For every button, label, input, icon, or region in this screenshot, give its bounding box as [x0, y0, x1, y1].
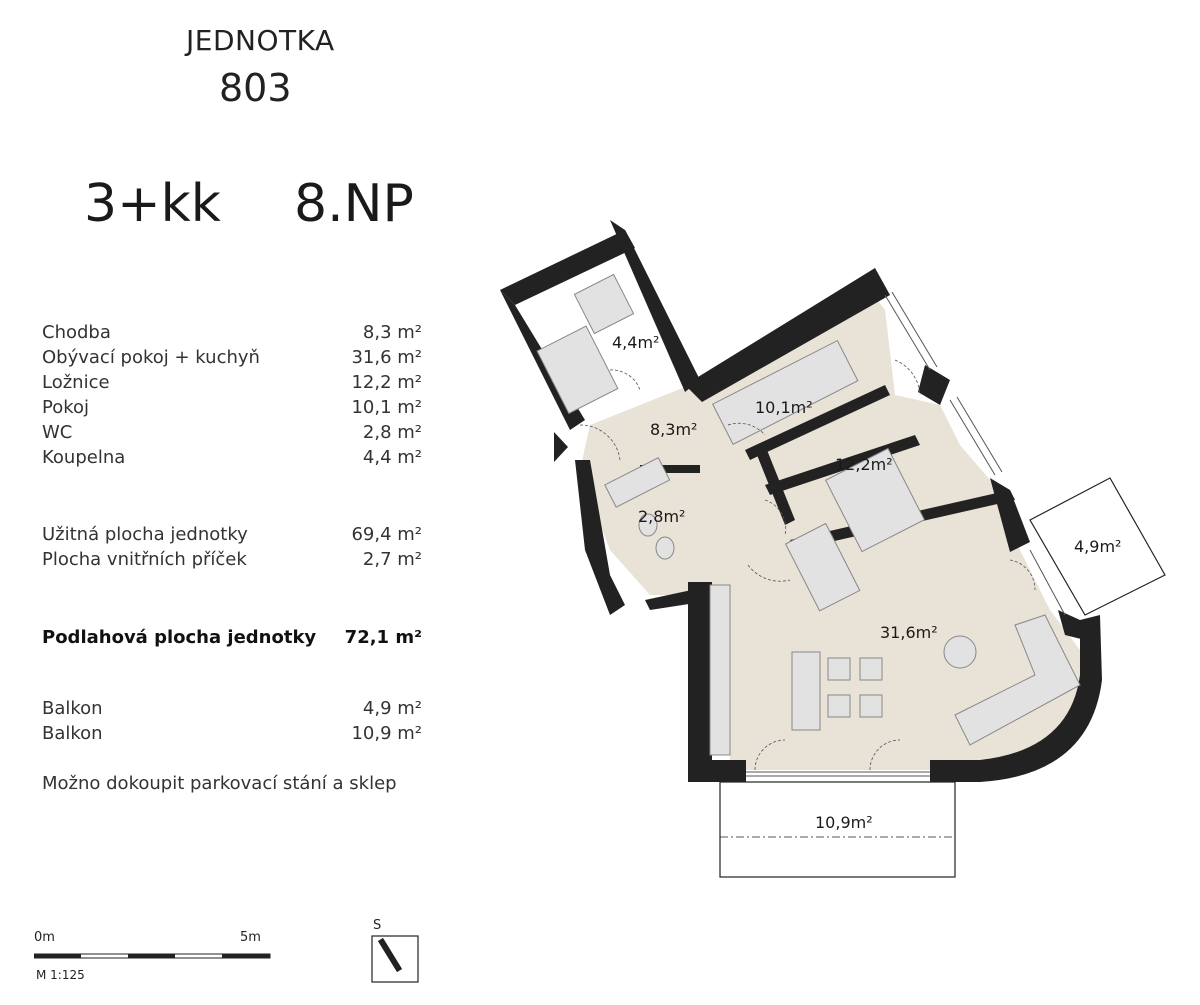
balcony-small [1029, 477, 1166, 616]
scale-bar-graphic [34, 953, 271, 959]
label-koupelna: 4,4m² [612, 333, 659, 352]
floor-level: 8.NP [294, 174, 414, 234]
chair [859, 657, 883, 681]
label-wc: 2,8m² [638, 507, 685, 526]
furniture [536, 273, 1081, 756]
balcony-large [719, 781, 956, 878]
scale-start: 0m [34, 930, 55, 945]
shower-tray [573, 273, 635, 335]
label-balkon-large: 10,9m² [815, 813, 873, 832]
toilet-wc [638, 513, 658, 537]
kitchen-island [791, 651, 821, 731]
entrance-arrow-icon [554, 432, 568, 462]
balconies [719, 477, 1166, 878]
compass-label: S [373, 918, 382, 933]
wardrobe-pokoj [711, 339, 859, 445]
double-bed [824, 447, 926, 553]
unit-label: JEDNOTKA [186, 24, 335, 57]
compass-needle-icon [371, 935, 419, 983]
chair [827, 694, 851, 718]
sofa [954, 614, 1081, 746]
door-swings [579, 359, 1036, 771]
label-balkon-small: 4,9m² [1074, 537, 1121, 556]
label-pokoj: 10,1m² [755, 398, 813, 417]
floor-area-label: Podlahová plocha jednotky [42, 627, 317, 648]
plan-labels: 4,4m² 8,3m² 10,1m² 12,2m² 2,8m² 31,6m² 4… [612, 333, 1121, 832]
purchase-note: Možno dokoupit parkovací stání a sklep [42, 773, 397, 794]
scale-bar: 0m 5m M 1:125 [34, 930, 274, 982]
floor-area-row: Podlahová plocha jednotky 72,1 m² [42, 627, 422, 652]
coffee-table [943, 635, 977, 669]
unit-number: 803 [219, 66, 292, 110]
wardrobe-loznice [784, 522, 861, 612]
scale-ratio: M 1:125 [36, 968, 85, 982]
label-obyvak: 31,6m² [880, 623, 938, 642]
floor-area-value: 72,1 m² [344, 627, 422, 648]
wc-storage [604, 457, 671, 508]
kitchen-counter [709, 584, 731, 756]
facade-glazing [746, 291, 1066, 777]
layout-type: 3+kk [84, 174, 221, 234]
washbasin-wc [655, 536, 675, 560]
bathtub [536, 325, 619, 415]
label-loznice: 12,2m² [835, 455, 893, 474]
compass: S [370, 918, 422, 986]
label-chodba: 8,3m² [650, 420, 697, 439]
scale-end: 5m [240, 930, 261, 945]
floor-plan: 4,4m² 8,3m² 10,1m² 12,2m² 2,8m² 31,6m² 4… [500, 220, 1166, 878]
chair [859, 694, 883, 718]
chair [827, 657, 851, 681]
